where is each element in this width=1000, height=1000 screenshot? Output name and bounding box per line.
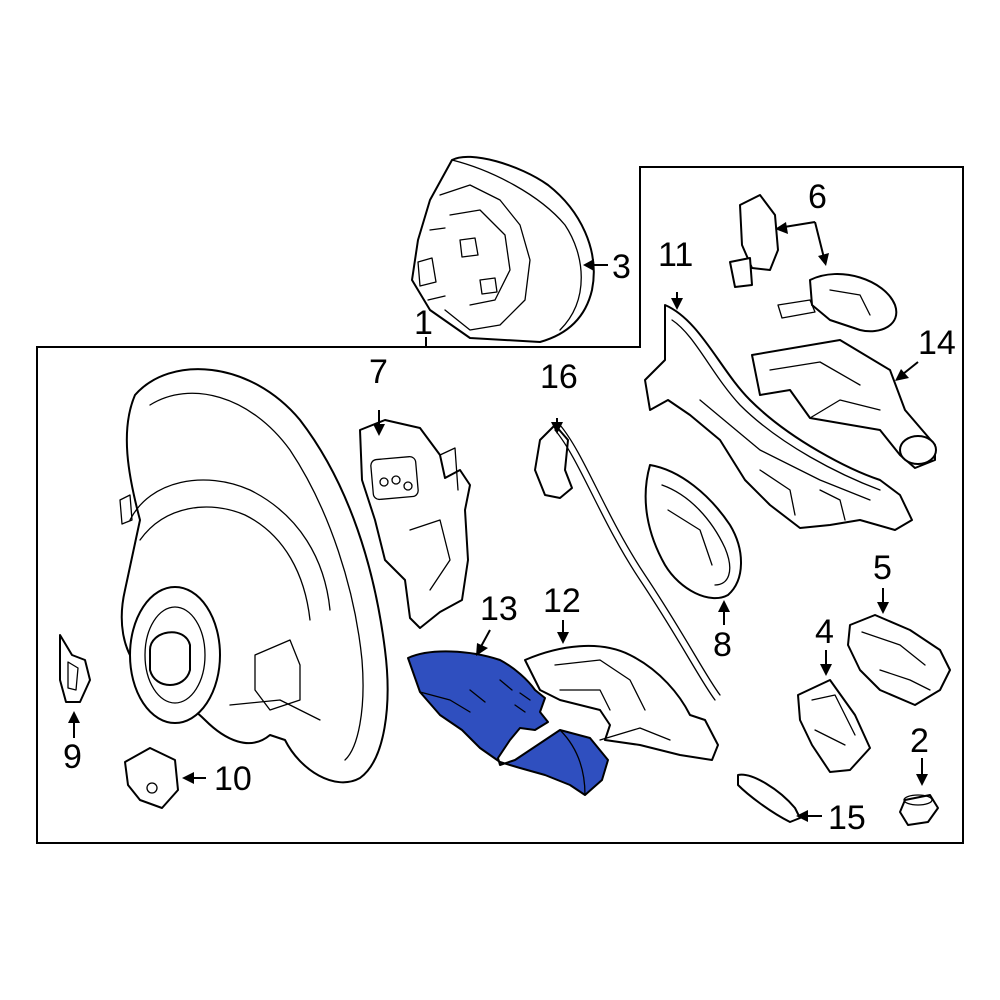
part-11-trim-cover[interactable]: [644, 304, 913, 531]
part-5-switch[interactable]: [847, 614, 951, 706]
callout-16: 16: [540, 358, 578, 396]
part-13-lower-shroud[interactable]: [407, 650, 609, 796]
callout-8: 8: [713, 626, 732, 664]
callout-7: 7: [369, 353, 388, 391]
assembly-frame-main: [36, 166, 964, 844]
callout-14: 14: [918, 324, 956, 362]
callout-3: 3: [612, 248, 631, 286]
callout-arrows: [68, 221, 928, 822]
part-7-switch-bracket[interactable]: [359, 419, 471, 629]
part-9-connector[interactable]: [59, 634, 91, 703]
steering-wheel[interactable]: [119, 368, 389, 784]
callout-9: 9: [63, 738, 82, 776]
part-10-button[interactable]: [124, 747, 179, 809]
callout-13: 13: [480, 590, 518, 628]
callout-12: 12: [543, 582, 581, 620]
callout-5: 5: [873, 549, 892, 587]
part-12-upper-shroud[interactable]: [524, 645, 719, 761]
callout-10: 10: [214, 760, 252, 798]
callout-11: 11: [658, 236, 693, 274]
part-16-wiring[interactable]: [534, 424, 721, 701]
callout-6: 6: [808, 178, 827, 216]
part-3-airbag[interactable]: [411, 155, 595, 343]
part-13-body[interactable]: [407, 650, 609, 796]
callout-4: 4: [815, 613, 834, 651]
callout-2: 2: [910, 722, 929, 760]
part-14-lower-trim[interactable]: [751, 339, 937, 469]
part-15-clip[interactable]: [737, 773, 801, 823]
part-6-switch[interactable]: [729, 194, 898, 333]
part-2-screw[interactable]: [899, 794, 939, 826]
part-8-cover[interactable]: [644, 464, 742, 600]
part-4-switch[interactable]: [797, 679, 871, 773]
callout-labels: 1 2 3 4 5 6 7 8 9 10 11 12 13 14 15 16: [63, 178, 956, 837]
callout-1: 1: [414, 304, 433, 342]
callout-15: 15: [828, 799, 866, 837]
